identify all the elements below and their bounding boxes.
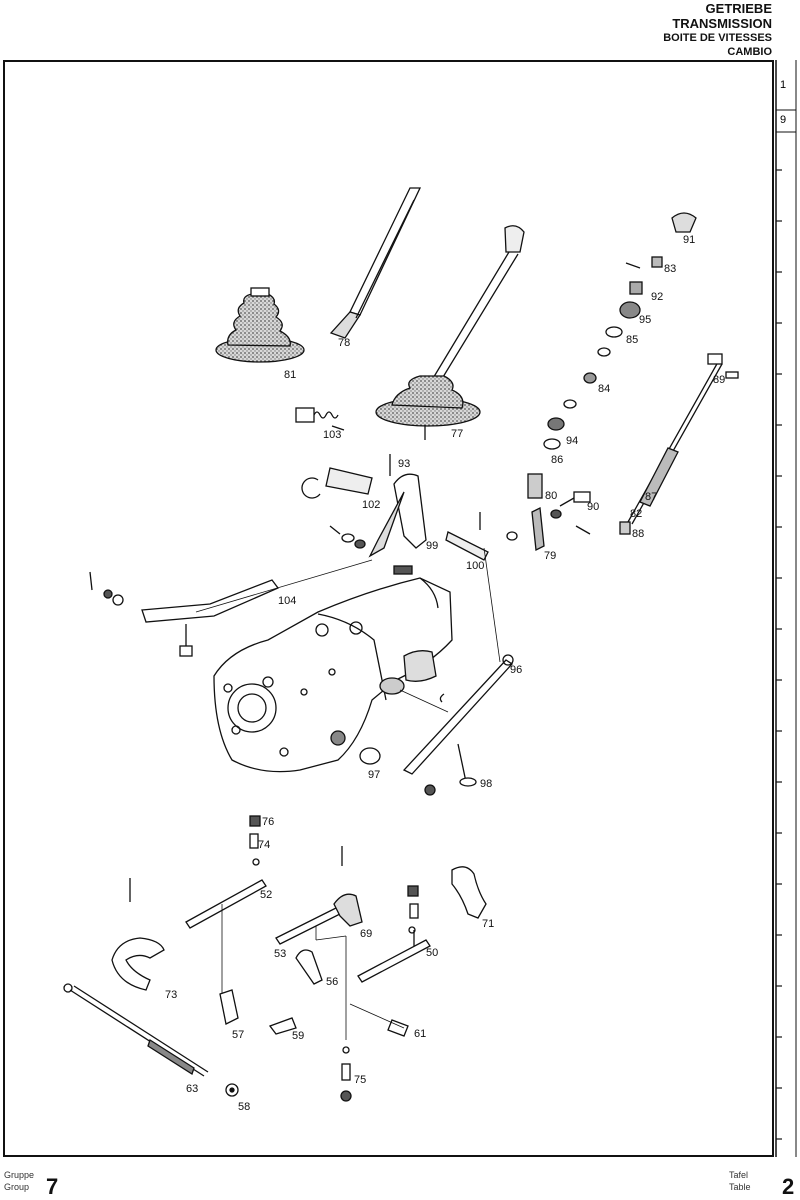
part-label-92: 92	[651, 291, 663, 303]
part-label-80: 80	[545, 490, 557, 502]
part-label-91: 91	[683, 234, 695, 246]
part-label-53: 53	[274, 948, 286, 960]
part-label-59: 59	[292, 1030, 304, 1042]
part-label-52: 52	[260, 889, 272, 901]
spring-clip-part	[295, 407, 345, 431]
index-rail: 1 9	[775, 60, 797, 1157]
group-number: 7	[46, 1174, 59, 1199]
part-label-83: 83	[664, 263, 676, 275]
part-label-84: 84	[598, 383, 610, 395]
table-label: Tafel	[729, 1170, 749, 1180]
fork-71-part	[451, 866, 487, 919]
part-label-73: 73	[165, 989, 177, 1001]
part-label-95: 95	[639, 314, 651, 326]
part-label-90: 90	[587, 501, 599, 513]
detent-lower-part	[225, 1046, 352, 1102]
part-label-89: 89	[713, 374, 725, 386]
part-label-63: 63	[186, 1083, 198, 1095]
part-label-87: 87	[645, 491, 657, 503]
title-de: GETRIEBE	[705, 1, 772, 16]
margin-mark-1: 1	[780, 79, 786, 91]
gear-lever-part	[375, 225, 525, 440]
housing-part	[213, 577, 453, 773]
part-label-97: 97	[368, 769, 380, 781]
table-number: 2	[782, 1174, 795, 1199]
part-label-58: 58	[238, 1101, 250, 1113]
lever-104-part	[89, 559, 373, 657]
diagram-frame	[3, 60, 774, 1157]
table-label-en: Table	[729, 1182, 751, 1192]
part-label-104: 104	[278, 595, 296, 607]
shaft-52-part	[185, 879, 267, 1004]
part-label-74: 74	[258, 839, 270, 851]
rubber-boot-part	[215, 287, 305, 363]
part-label-61: 61	[414, 1028, 426, 1040]
part-label-69: 69	[360, 928, 372, 940]
detent-upper-part	[249, 815, 419, 934]
shift-rod-part	[329, 187, 422, 339]
part-label-86: 86	[551, 454, 563, 466]
small-parts-part	[219, 989, 409, 1037]
part-label-96: 96	[510, 664, 522, 676]
part-label-88: 88	[632, 528, 644, 540]
rod-63-part	[63, 983, 209, 1077]
fork-69-part	[275, 893, 363, 1040]
part-label-99: 99	[426, 540, 438, 552]
fork-73-part	[111, 878, 165, 991]
part-label-71: 71	[482, 918, 494, 930]
linkage-part	[301, 454, 489, 575]
title-en: TRANSMISSION	[672, 16, 772, 31]
cable-rod-part	[619, 353, 739, 535]
part-label-82: 82	[630, 508, 642, 520]
shaft-50-part	[357, 930, 431, 983]
title-it: CAMBIO	[727, 46, 772, 58]
part-label-85: 85	[626, 334, 638, 346]
part-label-50: 50	[426, 947, 438, 959]
title-fr: BOITE DE VITESSES	[663, 32, 772, 44]
part-label-75: 75	[354, 1074, 366, 1086]
part-label-56: 56	[326, 976, 338, 988]
part-label-57: 57	[232, 1029, 244, 1041]
part-label-78: 78	[338, 337, 350, 349]
part-label-102: 102	[362, 499, 380, 511]
part-label-98: 98	[480, 778, 492, 790]
part-label-77: 77	[451, 428, 463, 440]
part-label-103: 103	[323, 429, 341, 441]
knob-stack-part	[506, 212, 697, 552]
part-label-76: 76	[262, 816, 274, 828]
margin-mark-2: 9	[780, 114, 786, 126]
group-label-en: Group	[4, 1182, 30, 1192]
part-label-79: 79	[544, 550, 556, 562]
selector-rod-part	[359, 547, 514, 796]
part-label-81: 81	[284, 369, 296, 381]
part-label-94: 94	[566, 435, 578, 447]
part-label-100: 100	[466, 560, 484, 572]
group-label: Gruppe	[4, 1170, 35, 1180]
part-label-93: 93	[398, 458, 410, 470]
